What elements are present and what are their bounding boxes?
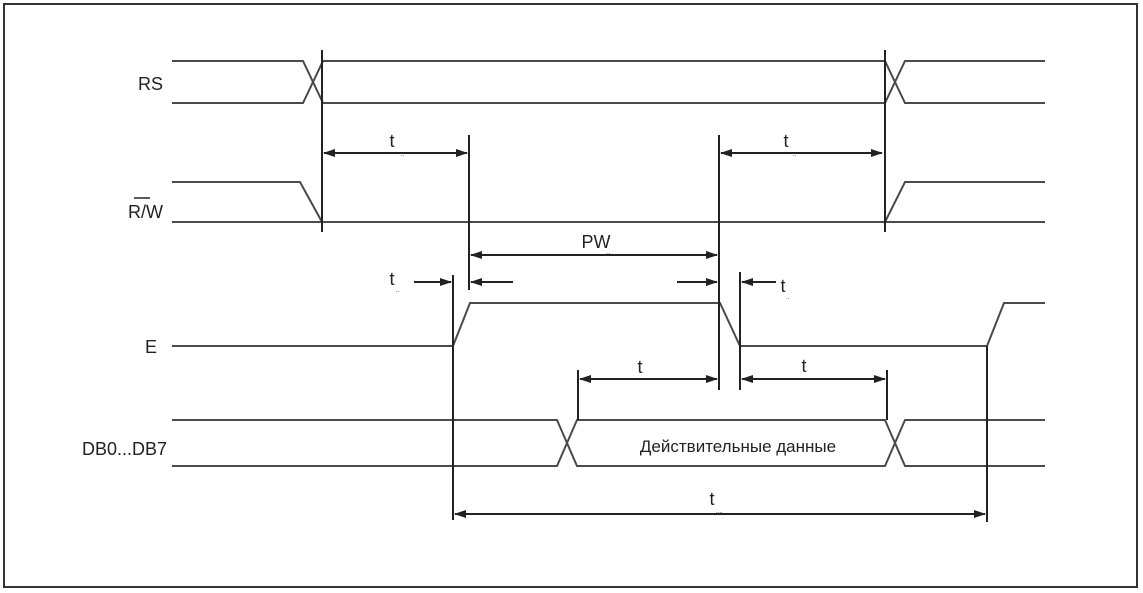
rs-waveform: [172, 60, 1045, 104]
signal-label-rs: RS: [138, 74, 163, 94]
db-waveform: [172, 419, 1045, 467]
signal-label-e: E: [145, 337, 157, 357]
svg-text:..: ..: [793, 152, 797, 158]
svg-text:t: t: [637, 357, 642, 377]
dim-t-h: t .: [741, 356, 886, 383]
svg-text:....: ....: [716, 509, 723, 515]
diagram-frame: [3, 3, 1138, 588]
dim-t-er: t ..: [389, 269, 452, 294]
dim-t-dsw: t ...: [579, 357, 718, 383]
e-waveform: [172, 302, 1045, 347]
signal-label-db: DB0...DB7: [82, 439, 167, 459]
svg-text:PW: PW: [582, 232, 611, 252]
signal-label-rw: R/W: [128, 197, 163, 222]
dim-t-cycle: t ....: [454, 489, 986, 518]
svg-text:t: t: [801, 356, 806, 376]
dim-t-as: t ..: [323, 131, 468, 158]
svg-text:..: ..: [786, 295, 790, 301]
reference-lines: [321, 50, 988, 522]
svg-text:..: ..: [401, 152, 405, 158]
svg-text:...: ...: [644, 376, 649, 382]
svg-text:..: ..: [396, 288, 400, 294]
dim-pw-eh: PW ..: [470, 232, 718, 286]
svg-text:t: t: [783, 131, 788, 151]
svg-text:.: .: [807, 375, 809, 381]
svg-text:..: ..: [607, 250, 611, 256]
rw-waveform: [172, 181, 1045, 223]
svg-text:R/W: R/W: [128, 202, 163, 222]
svg-text:t: t: [389, 131, 394, 151]
dim-t-ah: t ..: [720, 131, 883, 158]
svg-text:t: t: [709, 489, 714, 509]
svg-text:t: t: [389, 269, 394, 289]
svg-text:t: t: [780, 276, 785, 296]
dim-t-ef: t ..: [741, 276, 790, 301]
valid-data-label: Действительные данные: [640, 437, 836, 456]
